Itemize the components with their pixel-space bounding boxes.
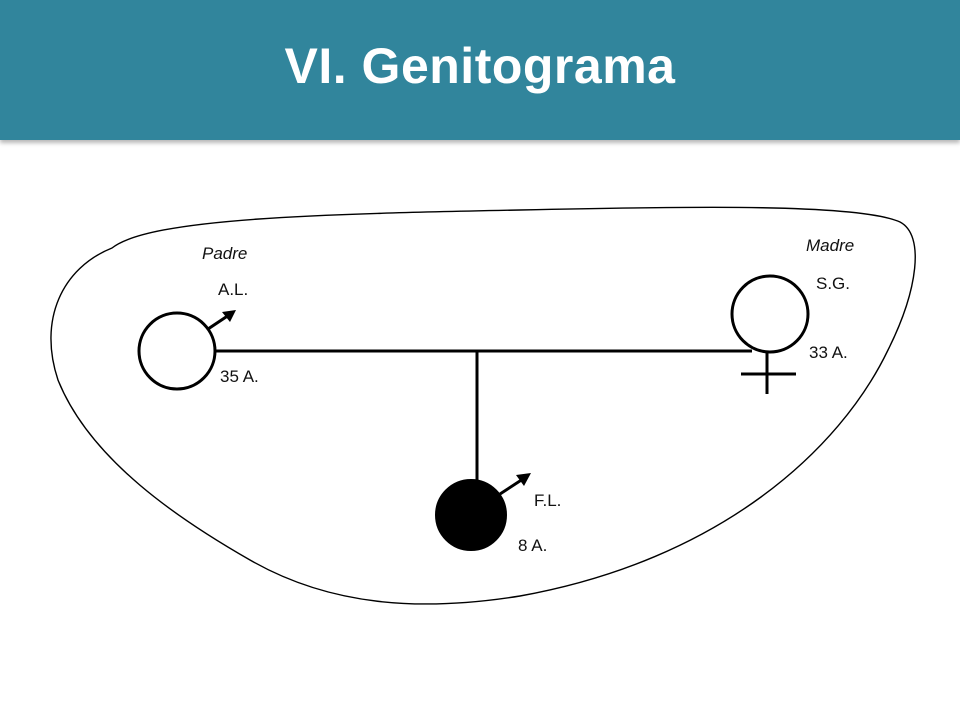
male-symbol-icon (207, 310, 236, 331)
father-age: 35 A. (220, 367, 259, 386)
male-symbol-icon (499, 473, 531, 496)
father-node (137, 310, 236, 391)
father-initials: A.L. (218, 280, 248, 299)
mother-node (730, 274, 810, 394)
child-age: 8 A. (518, 536, 547, 555)
household-boundary (50, 206, 916, 605)
mother-initials: S.G. (816, 274, 850, 293)
child-initials: F.L. (534, 491, 561, 510)
child-node (435, 473, 531, 551)
child-circle-filled (435, 479, 507, 551)
title-bar: VI. Genitograma (0, 0, 960, 140)
mother-role-label: Madre (806, 236, 854, 255)
father-role-label: Padre (202, 244, 247, 263)
mother-age: 33 A. (809, 343, 848, 362)
mother-circle (730, 274, 810, 354)
slide-title: VI. Genitograma (284, 38, 676, 94)
father-circle (137, 311, 217, 391)
female-symbol-icon (741, 352, 796, 394)
